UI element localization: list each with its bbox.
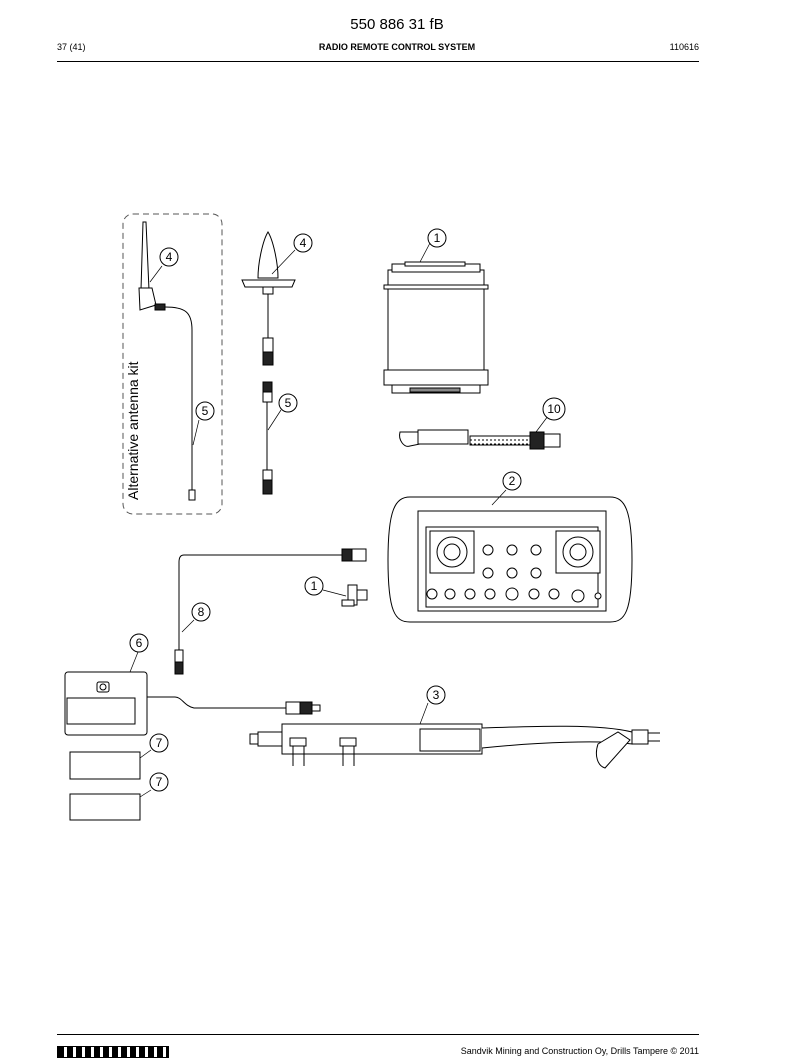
transmitter-unit — [387, 496, 633, 623]
callout-8-label: 8 — [198, 605, 205, 619]
callout-4-left-label: 4 — [166, 250, 173, 264]
cable-harness — [399, 429, 561, 450]
callout-10 — [542, 397, 566, 421]
kit-label: Alternative antenna kit — [125, 361, 141, 500]
document-number: 550 886 31 fB — [350, 16, 444, 33]
date-code: 110616 — [669, 42, 699, 52]
callout-6-label: 6 — [136, 636, 143, 650]
callout-1-top-label: 1 — [434, 231, 441, 245]
callout-3 — [426, 685, 446, 705]
antenna-cable — [262, 381, 273, 495]
receiver-unit — [383, 261, 489, 394]
callout-3-label: 3 — [433, 688, 440, 702]
callout-4-right-label: 4 — [300, 236, 307, 250]
whip-antenna — [138, 221, 196, 501]
callout-5-left — [195, 401, 215, 421]
callout-7-bottom — [149, 772, 169, 792]
callout-7-top-label: 7 — [156, 736, 163, 750]
callout-5-left-label: 5 — [202, 404, 209, 418]
belt-harness — [249, 723, 660, 769]
callout-2 — [502, 471, 522, 491]
callout-6 — [129, 633, 149, 653]
callout-2-label: 2 — [509, 474, 516, 488]
footer-copyright: Sandvik Mining and Construction Oy, Dril… — [460, 1046, 699, 1056]
callout-1-small-label: 1 — [311, 579, 318, 593]
transmitter-cable — [174, 548, 367, 675]
small-adapter — [341, 584, 368, 607]
header-rule — [57, 61, 699, 62]
callout-1-small — [304, 576, 324, 596]
callout-5-right-label: 5 — [285, 396, 292, 410]
callout-7-top — [149, 733, 169, 753]
leader-lines — [129, 242, 549, 798]
callout-1-top — [427, 228, 447, 248]
footer-rule — [57, 1034, 699, 1035]
callout-4-left — [159, 247, 179, 267]
dome-antenna — [241, 231, 296, 366]
sandvik-logo — [57, 1046, 169, 1058]
battery-packs — [69, 751, 141, 821]
battery-charger — [64, 671, 321, 736]
page-number: 37 (41) — [57, 42, 86, 52]
callout-8 — [191, 602, 211, 622]
alternative-antenna-kit: Alternative antenna kit — [122, 213, 223, 515]
page-title: RADIO REMOTE CONTROL SYSTEM — [318, 42, 476, 52]
callout-7-bottom-label: 7 — [156, 775, 163, 789]
callout-5-right — [278, 393, 298, 413]
callout-4-right — [293, 233, 313, 253]
callout-10-label: 10 — [547, 402, 561, 416]
callouts — [129, 228, 566, 792]
